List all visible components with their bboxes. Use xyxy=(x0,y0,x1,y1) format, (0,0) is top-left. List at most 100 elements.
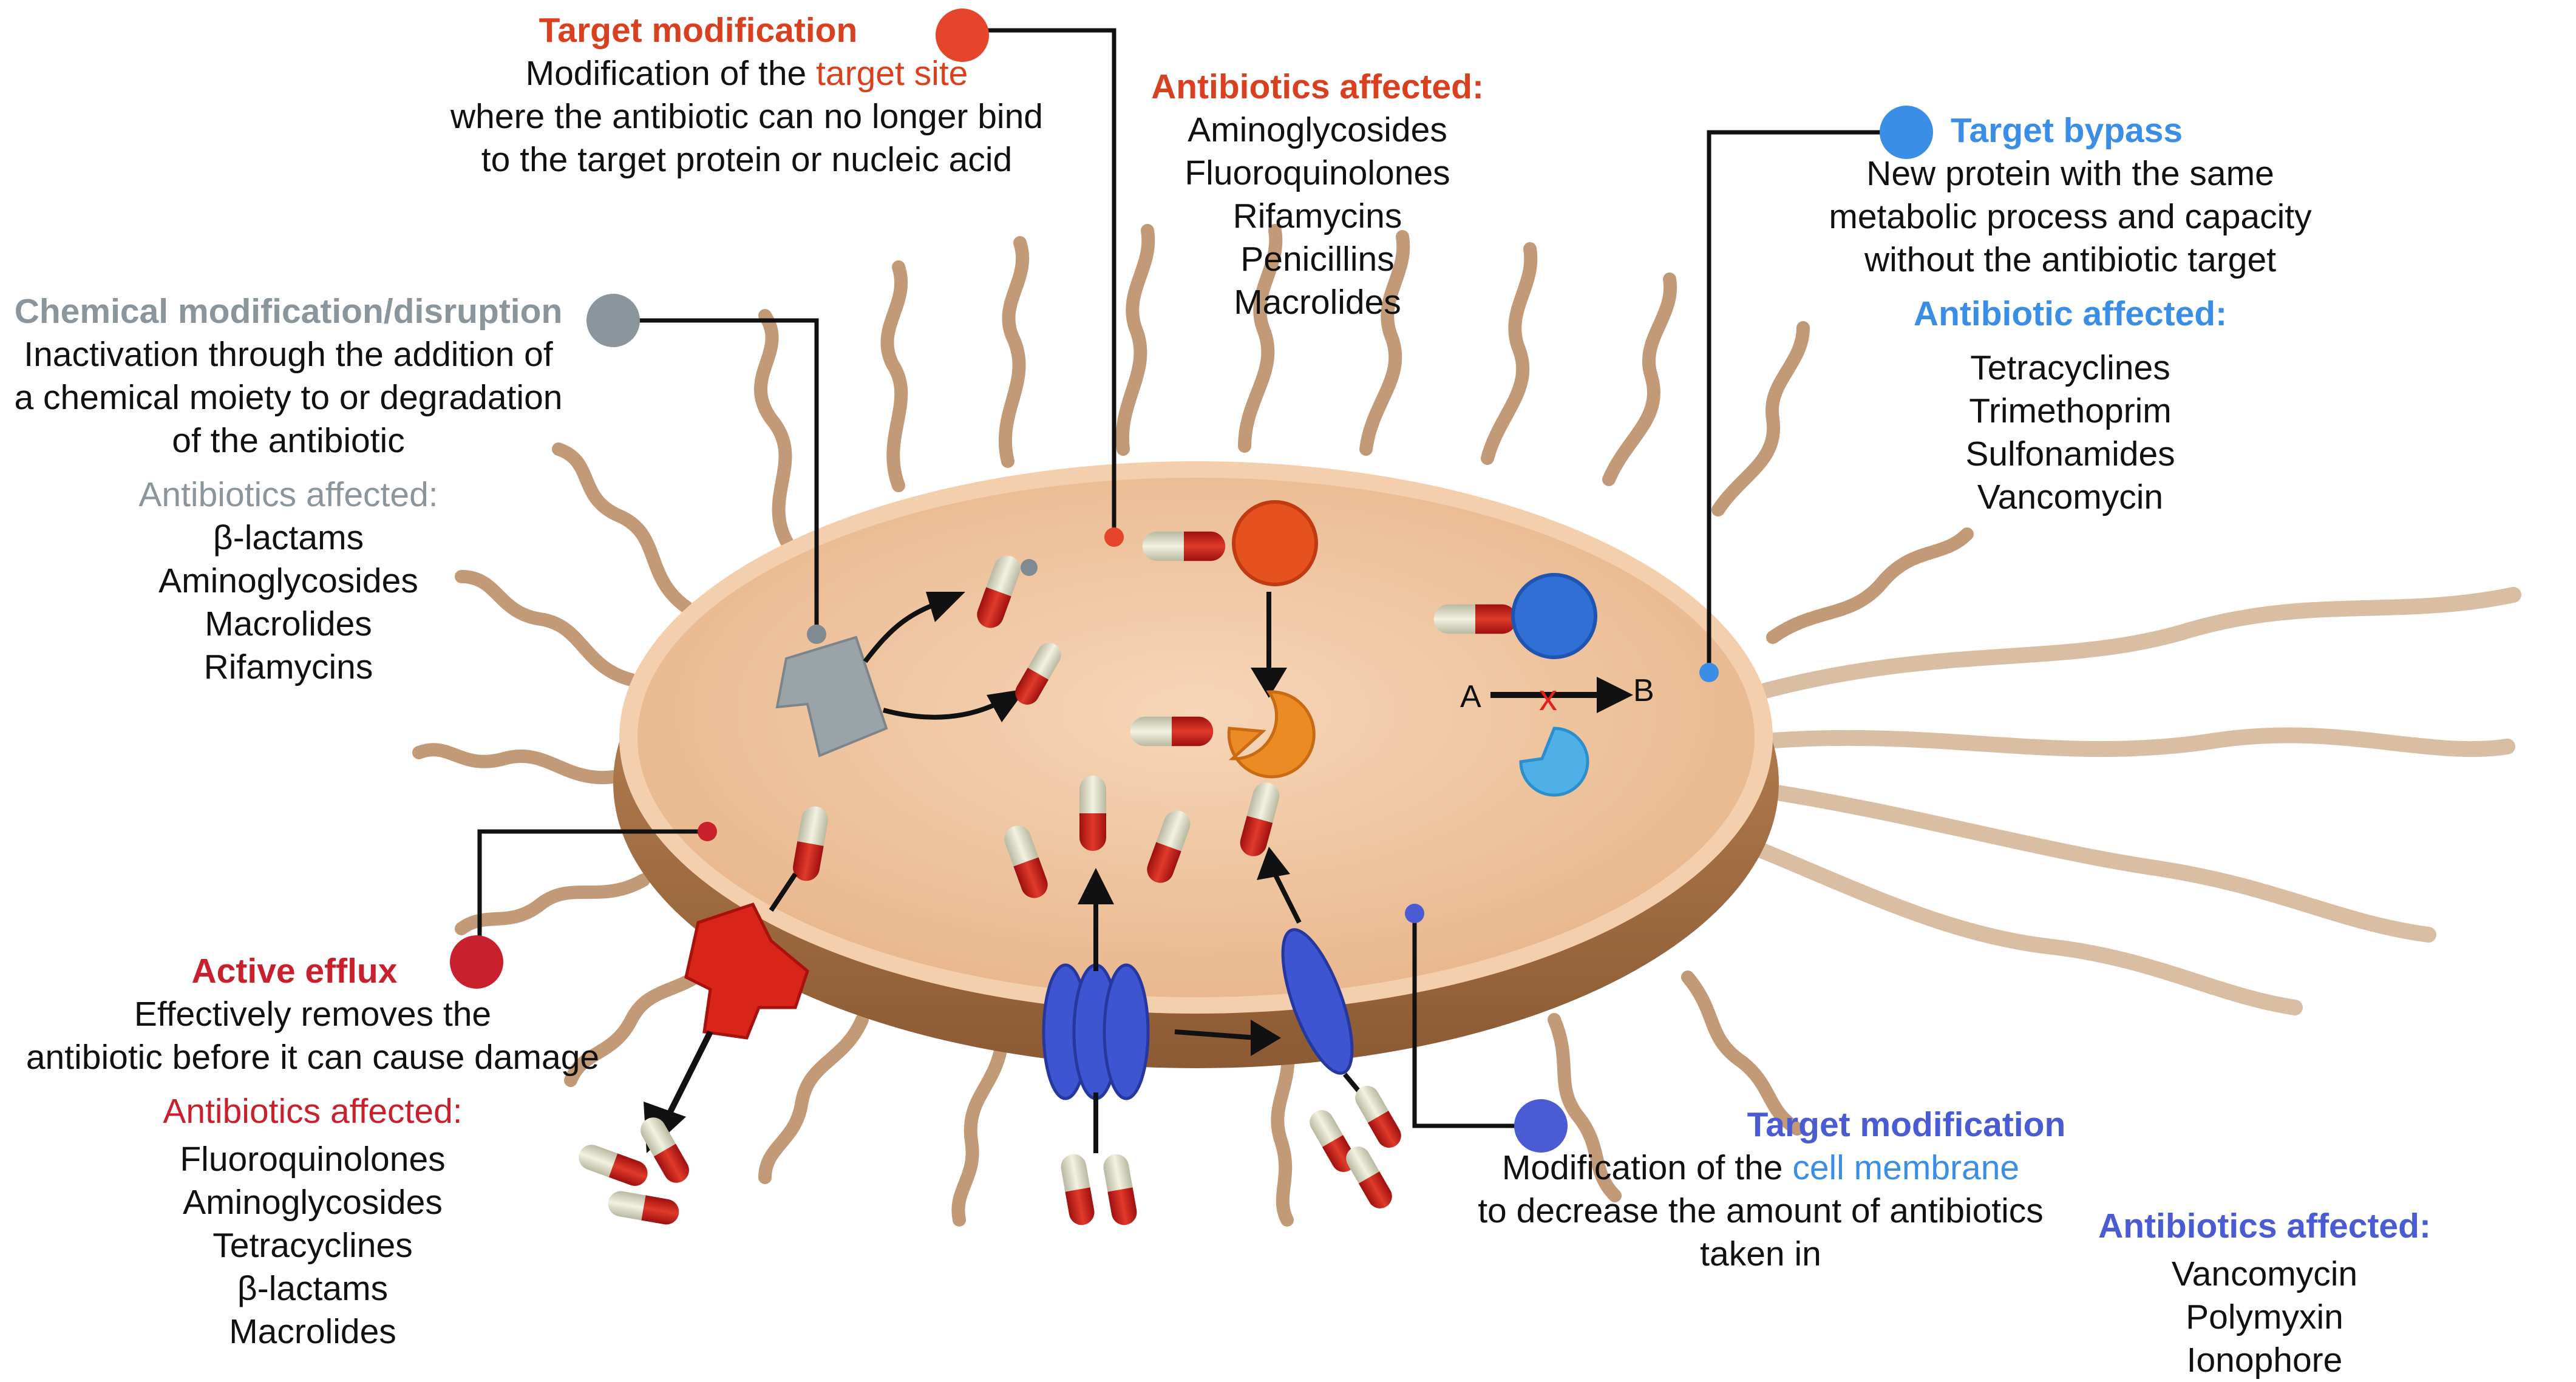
list-item: Fluoroquinolones xyxy=(1184,154,1450,192)
blocked-x-icon: x xyxy=(1539,677,1557,718)
chemical-desc-3: of the antibiotic xyxy=(172,421,405,460)
list-item: Trimethoprim xyxy=(1969,391,2172,430)
efflux-desc-1: Effectively removes the xyxy=(134,995,492,1034)
membrane-desc-2: to decrease the amount of antibiotics xyxy=(1478,1191,2044,1230)
efflux-marker-icon xyxy=(450,935,503,989)
affected-label: Antibiotics affected: xyxy=(2098,1207,2431,1245)
antibiotic-pill-icon xyxy=(1079,776,1106,851)
list-item: Aminoglycosides xyxy=(1188,110,1447,149)
antibiotic-pill-icon xyxy=(1341,1142,1397,1213)
pathway-label-a: A xyxy=(1460,679,1481,714)
antibiotic-pill-icon xyxy=(1142,531,1226,561)
arrowhead-icon xyxy=(926,592,965,622)
flagella xyxy=(412,224,1974,1227)
chemical-modification-title: Chemical modification/disruption xyxy=(14,292,563,331)
antibiotic-pill-icon xyxy=(1130,716,1214,747)
pathway-label-b: B xyxy=(1633,673,1654,708)
membrane-marker-icon xyxy=(1514,1099,1568,1153)
antibiotic-list: Tetracyclines Trimethoprim Sulfonamides … xyxy=(1773,347,2368,519)
target-bypass-desc-2: metabolic process and capacity xyxy=(1829,197,2312,236)
arrow-line xyxy=(1342,1072,1362,1094)
bypass-marker-icon xyxy=(1880,106,1933,159)
list-item: Macrolides xyxy=(1234,283,1401,322)
list-item: Aminoglycosides xyxy=(183,1183,443,1222)
chemical-marker-icon xyxy=(586,294,640,347)
antibiotic-list: Fluoroquinolones Aminoglycosides Tetracy… xyxy=(0,1138,625,1353)
affected-label: Antibiotics affected: xyxy=(163,1092,463,1131)
arrowhead-icon xyxy=(1257,847,1290,880)
target-protein-icon xyxy=(1232,500,1318,586)
list-item: Polymyxin xyxy=(2186,1298,2343,1336)
chemical-desc-1: Inactivation through the addition of xyxy=(24,335,553,374)
bypass-protein-icon xyxy=(1519,727,1589,797)
affected-label: Antibiotics affected: xyxy=(1151,67,1484,106)
target-modification-top-block: Target modification Modification of the … xyxy=(437,9,1056,181)
efflux-dot-icon xyxy=(698,822,717,841)
list-item: Vancomycin xyxy=(2171,1255,2358,1293)
antibiotic-list: Aminoglycosides Fluoroquinolones Rifamyc… xyxy=(1081,109,1554,324)
antibiotic-pill-icon xyxy=(1059,1152,1096,1227)
target-site-highlight: target site xyxy=(816,54,968,93)
arrowhead-icon xyxy=(1251,668,1287,698)
target-bypass-desc-1: New protein with the same xyxy=(1866,154,2274,193)
antibiotic-list: Vancomycin Polymyxin Ionophore xyxy=(2070,1253,2459,1382)
list-item: Rifamycins xyxy=(203,648,373,686)
list-item: β-lactams xyxy=(212,518,364,557)
target-bypass-desc-3: without the antibiotic target xyxy=(1864,240,2277,279)
target-bypass-title: Target bypass xyxy=(1950,111,2183,150)
antibiotic-list: β-lactams Aminoglycosides Macrolides Rif… xyxy=(0,517,577,689)
target-modification-title: Target modification xyxy=(539,11,858,50)
target-bypass-block: Target bypass New protein with the same … xyxy=(1773,109,2368,519)
arrow-line xyxy=(1273,873,1302,924)
bypass-dot-icon xyxy=(1699,663,1719,682)
efflux-desc-2: antibiotic before it can cause damage xyxy=(25,1038,600,1077)
chemical-moiety-icon xyxy=(1021,559,1038,576)
antibiotic-pill-icon xyxy=(1350,1081,1406,1153)
target-modification-desc-2: where the antibiotic can no longer bind xyxy=(450,97,1043,136)
list-item: Tetracyclines xyxy=(212,1226,413,1265)
porin-channel-icon xyxy=(1042,963,1150,1100)
list-item: Sulfonamides xyxy=(1965,435,2175,473)
chemical-dot-icon xyxy=(807,625,826,644)
target-mod-marker-icon xyxy=(936,8,989,62)
arrowhead-icon xyxy=(1597,677,1633,713)
bypassed-target-icon xyxy=(1511,573,1597,659)
list-item: Tetracyclines xyxy=(1970,348,2170,387)
membrane-dot-icon xyxy=(1405,904,1424,923)
efflux-arrow xyxy=(665,1030,713,1119)
chemical-desc-2: a chemical moiety to or degradation xyxy=(14,378,563,417)
antibiotic-pill-icon xyxy=(1101,1152,1139,1227)
membrane-modification-title: Target modification xyxy=(1747,1105,2066,1144)
target-modification-desc-3: to the target protein or nucleic acid xyxy=(481,140,1013,179)
modified-target-icon xyxy=(1227,690,1316,779)
list-item: β-lactams xyxy=(237,1269,389,1308)
active-efflux-block: Active efflux Effectively removes the an… xyxy=(0,950,625,1353)
list-item: Penicillins xyxy=(1240,240,1395,279)
efflux-pump-icon xyxy=(684,902,809,1040)
list-item: Vancomycin xyxy=(1977,478,2164,517)
list-item: Macrolides xyxy=(205,605,372,643)
target-site-dot-icon xyxy=(1104,527,1124,547)
arrow-line xyxy=(1174,1029,1257,1040)
target-modification-affected-block: Antibiotics affected: Aminoglycosides Fl… xyxy=(1081,66,1554,324)
target-modification-desc-1: Modification of the target site xyxy=(525,54,968,93)
chemical-modification-block: Chemical modification/disruption Inactiv… xyxy=(0,290,577,689)
arrowhead-icon xyxy=(1251,1020,1281,1056)
antibiotic-pill-icon xyxy=(1433,604,1517,634)
list-item: Aminoglycosides xyxy=(158,561,418,600)
modified-porin-icon xyxy=(1281,928,1354,1075)
membrane-desc-3: taken in xyxy=(1700,1235,1821,1273)
arrowhead-icon xyxy=(1078,868,1114,904)
list-item: Fluoroquinolones xyxy=(180,1140,446,1179)
long-flagella xyxy=(1722,587,2521,1015)
list-item: Rifamycins xyxy=(1232,197,1402,235)
affected-label: Antibiotics affected: xyxy=(138,475,438,514)
list-item: Macrolides xyxy=(229,1312,396,1351)
inactivating-enzyme-icon xyxy=(775,635,888,757)
membrane-desc-1: Modification of the cell membrane xyxy=(1501,1148,2020,1187)
cell-membrane-highlight: cell membrane xyxy=(1792,1148,2020,1187)
arrow-line xyxy=(769,872,798,912)
active-efflux-title: Active efflux xyxy=(191,952,398,991)
target-modification-membrane-block: Target modification Modification of the … xyxy=(1457,1103,2065,1276)
